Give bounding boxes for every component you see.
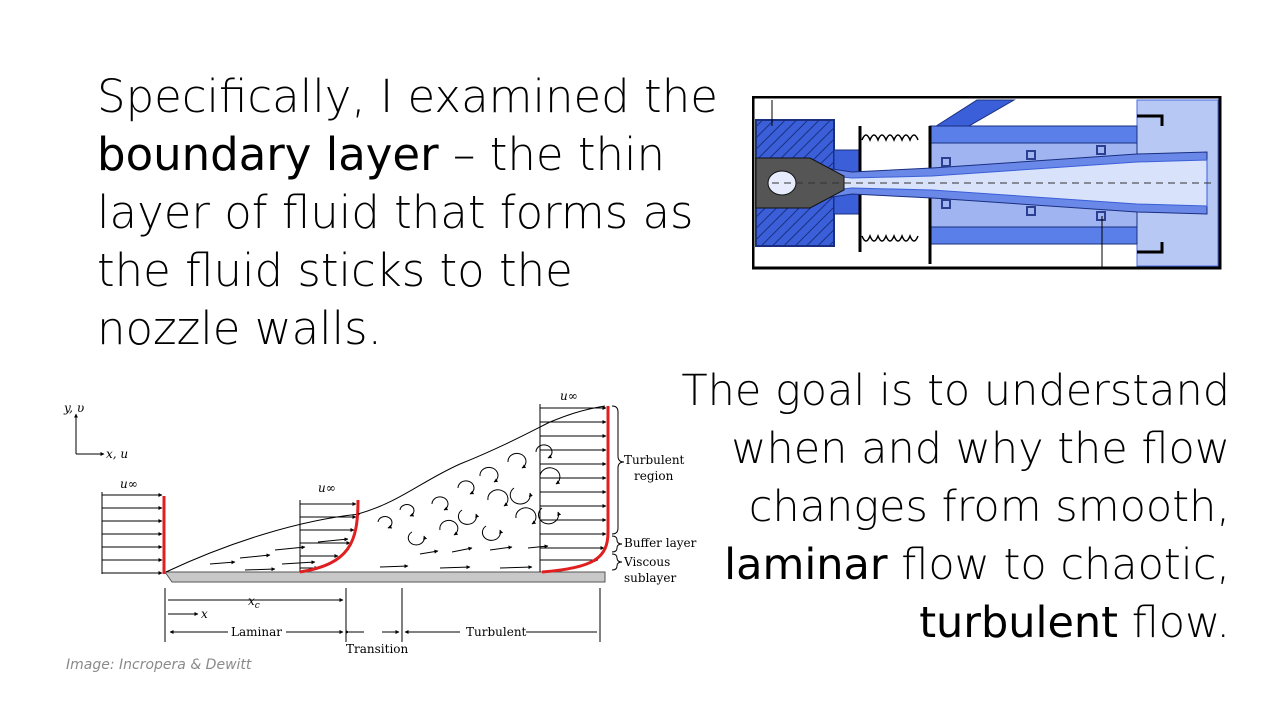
u-inf-label-3: u∞ bbox=[560, 392, 578, 403]
axis-y-label: y, υ bbox=[63, 401, 84, 415]
image-credit: Image: Incropera & Dewitt bbox=[66, 657, 252, 673]
bold-laminar: laminar bbox=[724, 540, 888, 590]
nozzle-cross-section-image bbox=[752, 96, 1222, 270]
label-laminar: Laminar bbox=[231, 625, 282, 639]
label-buffer-layer: Buffer layer bbox=[624, 536, 697, 550]
axis-x-label: x, u bbox=[106, 447, 128, 461]
bold-turbulent: turbulent bbox=[919, 598, 1119, 648]
main-text-boundary-layer: Specifically, I examined the boundary la… bbox=[97, 70, 718, 355]
label-turbulent-region-1: Turbulent bbox=[624, 453, 685, 467]
label-viscous-sublayer-2: sublayer bbox=[624, 571, 676, 585]
u-inf-label-1: u∞ bbox=[120, 477, 138, 491]
flat-plate bbox=[164, 571, 606, 583]
turbulent-eddies bbox=[377, 444, 562, 570]
laminar-profile bbox=[299, 500, 357, 572]
label-transition: Transition bbox=[346, 642, 409, 656]
u-inf-label-2: u∞ bbox=[318, 481, 336, 495]
freestream-profile-leading bbox=[101, 492, 163, 575]
bold-boundary-layer: boundary layer bbox=[97, 128, 439, 181]
label-turbulent: Turbulent bbox=[466, 625, 527, 639]
goal-text: The goal is to understand when and why t… bbox=[681, 366, 1230, 648]
boundary-layer-diagram: y, υ x, u u∞ u∞ bbox=[63, 392, 697, 656]
x-label: x bbox=[201, 607, 208, 621]
label-viscous-sublayer-1: Viscous bbox=[623, 555, 670, 569]
label-turbulent-region-2: region bbox=[634, 469, 674, 483]
svg-text:xc: xc bbox=[248, 594, 260, 611]
turbulent-profile bbox=[539, 404, 607, 572]
turbulent-edge bbox=[357, 405, 606, 515]
